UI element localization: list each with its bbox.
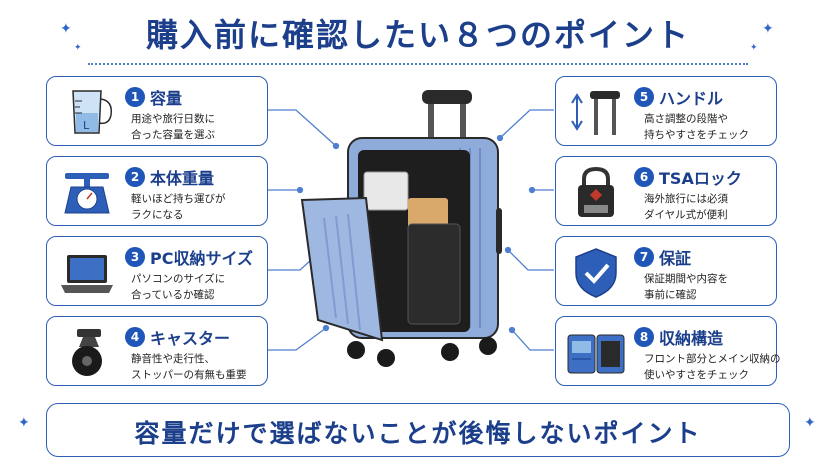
point-title: 収納構造 [659, 329, 724, 348]
point-title: TSAロック [659, 169, 742, 188]
shield-check-icon [575, 248, 617, 298]
mesh-pocket [407, 223, 461, 325]
point-card-handle: 5 ハンドル 高さ調整の段階や 持ちやすさをチェック [555, 76, 777, 146]
point-title: 保証 [659, 249, 692, 268]
point-description: 静音性や走行性、 ストッパーの有無も重要 [131, 351, 247, 383]
leader-dot [322, 324, 330, 332]
leader-dot [496, 134, 504, 142]
point-description-line: フロント部分とメイン収納の [644, 353, 781, 365]
point-description-line: 事前に確認 [644, 289, 697, 301]
measuring-cup-icon: L [72, 90, 113, 134]
point-card-capacity: L 1 容量 用途や旅行日数に 合った容量を選ぶ [46, 76, 268, 146]
point-card-pc-storage: 3 PC収納サイズ パソコンのサイズに 合っているか確認 [46, 236, 268, 306]
bottom-message: 容量だけで選ばないことが後悔しないポイント [134, 419, 702, 448]
suitcase-illustration [300, 90, 502, 367]
open-suitcase-icon [567, 334, 625, 374]
point-card-weight: 2 本体重量 軽いほど持ち運びが ラクになる [46, 156, 268, 226]
point-title: キャスター [150, 329, 231, 348]
wheel [347, 341, 365, 359]
point-title: 本体重量 [150, 169, 215, 188]
wheel [479, 337, 497, 355]
point-title: PC収納サイズ [150, 249, 253, 268]
bottom-message-box: 容量だけで選ばないことが後悔しないポイント [46, 403, 790, 457]
leader-line [507, 249, 554, 271]
point-number: 6 [634, 167, 654, 187]
point-description-line: 軽いほど持ち運びが [131, 193, 226, 205]
point-description-line: パソコンのサイズに [131, 273, 226, 285]
sparkle-icon: ✦ [74, 43, 82, 53]
wheel [441, 343, 459, 361]
leader-dot [296, 186, 304, 194]
telescopic-handle-icon [571, 91, 620, 135]
point-card-storage-structure: 8 収納構造 フロント部分とメイン収納の 使いやすさをチェック [555, 316, 781, 386]
leader-line [511, 329, 554, 351]
point-description-line: ダイヤル式が便利 [644, 209, 728, 221]
point-description: パソコンのサイズに 合っているか確認 [131, 271, 225, 303]
laptop-icon [61, 255, 113, 293]
point-description-line: ラクになる [131, 209, 184, 221]
page-title: 購入前に確認したい８つのポイント [145, 16, 690, 54]
point-card-warranty: 7 保証 保証期間や内容を 事前に確認 [555, 236, 777, 306]
point-description: 海外旅行には必須 ダイヤル式が便利 [644, 191, 728, 223]
point-description-line: 合っているか確認 [131, 289, 215, 301]
wheel [377, 349, 395, 367]
leader-line [268, 327, 327, 351]
point-number: 2 [125, 167, 145, 187]
handle-right-rod [460, 98, 466, 144]
point-card-casters: 4 キャスター 静音性や走行性、 ストッパーの有無も重要 [46, 316, 268, 386]
point-number: 1 [125, 87, 145, 107]
point-description-line: 高さ調整の段階や [644, 113, 728, 125]
point-number: 8 [634, 327, 654, 347]
title-divider [88, 63, 748, 65]
svg-text:L: L [83, 119, 90, 132]
point-number: 3 [125, 247, 145, 267]
point-description-line: 合った容量を選ぶ [131, 129, 215, 141]
sparkle-icon: ✦ [762, 21, 774, 37]
laptop-sleeve [363, 171, 409, 211]
side-handle [496, 208, 502, 254]
point-description: 保証期間や内容を 事前に確認 [644, 271, 728, 303]
leader-line [268, 109, 337, 147]
handle-grip [422, 90, 472, 104]
leader-line [499, 109, 554, 139]
point-description: フロント部分とメイン収納の 使いやすさをチェック [644, 351, 781, 383]
caster-wheel-icon [72, 329, 102, 376]
sparkle-icon: ✦ [804, 415, 816, 431]
point-title: 容量 [150, 89, 183, 108]
leader-dot [508, 326, 516, 334]
tsa-padlock-icon [578, 166, 614, 217]
leader-dot [528, 186, 536, 194]
point-title: ハンドル [659, 89, 724, 108]
sparkle-icon: ✦ [750, 43, 758, 53]
point-description-line: 持ちやすさをチェック [644, 129, 749, 141]
sparkle-icon: ✦ [18, 415, 30, 431]
point-number: 4 [125, 327, 145, 347]
point-description-line: 使いやすさをチェック [644, 369, 749, 381]
point-description: 用途や旅行日数に 合った容量を選ぶ [131, 111, 215, 143]
point-number: 7 [634, 247, 654, 267]
leader-dot [332, 142, 340, 150]
point-description-line: 用途や旅行日数に [131, 113, 215, 125]
point-description: 軽いほど持ち運びが ラクになる [131, 191, 226, 223]
point-description-line: ストッパーの有無も重要 [131, 369, 247, 381]
point-description: 高さ調整の段階や 持ちやすさをチェック [644, 111, 749, 143]
point-description-line: 保証期間や内容を [644, 273, 728, 285]
point-description-line: 静音性や走行性、 [131, 353, 215, 365]
scale-icon [64, 173, 110, 214]
point-description-line: 海外旅行には必須 [644, 193, 728, 205]
handle-left-rod [428, 98, 434, 144]
point-number: 5 [634, 87, 654, 107]
leader-dot [504, 246, 512, 254]
sparkle-icon: ✦ [60, 21, 72, 37]
point-card-tsa-lock: 6 TSAロック 海外旅行には必須 ダイヤル式が便利 [555, 156, 777, 226]
